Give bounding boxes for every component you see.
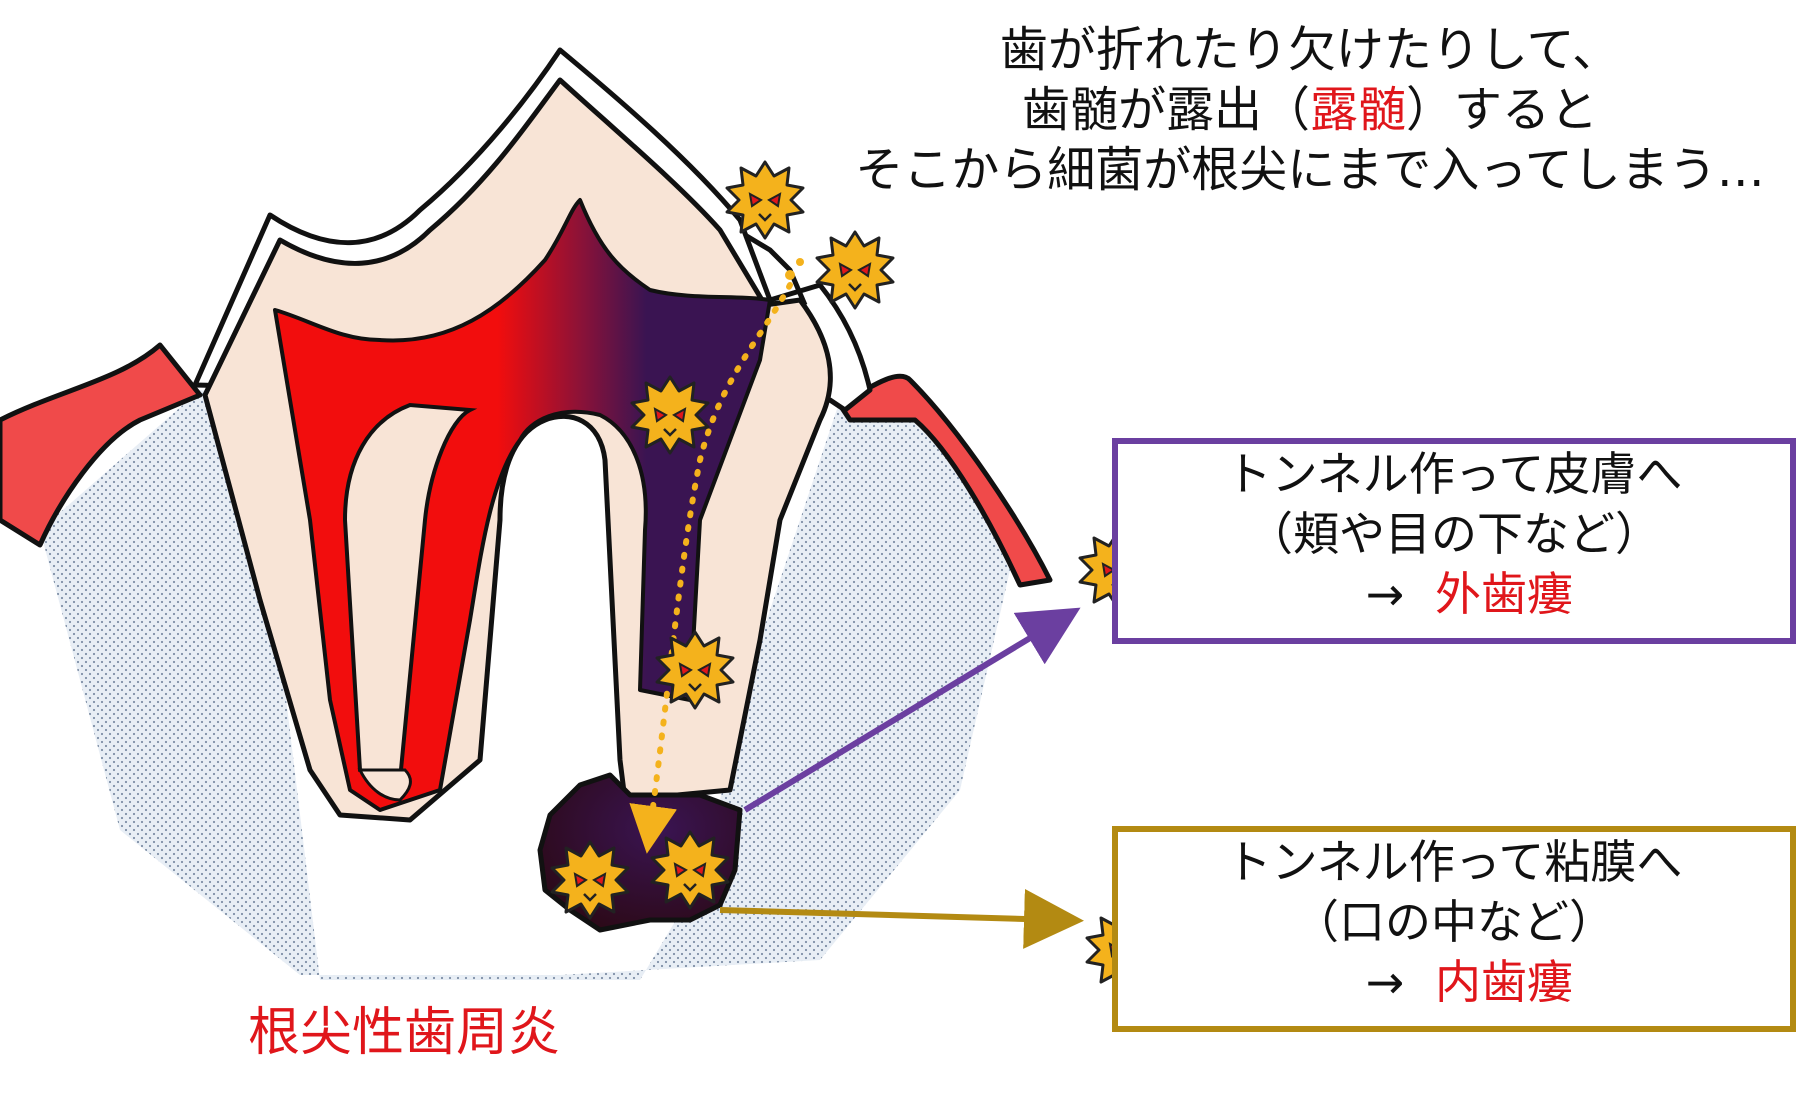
internal-fistula-arrow: [719, 888, 1084, 949]
caption-line-1: 歯が折れたり欠けたりして、: [999, 22, 1621, 78]
diagnosis-label: 根尖性歯周炎: [248, 1003, 561, 1063]
inter-radicular-dentin: [342, 402, 478, 783]
bacteria-path: [629, 282, 793, 854]
internal-box-line-2: （口の中など）: [1293, 895, 1615, 949]
internal-box-line-3: → 内歯瘻: [1118, 952, 1790, 1012]
fracture: [743, 232, 808, 306]
external-fistula-arrow: [743, 607, 1081, 813]
external-box-line-2: （頬や目の下など）: [1247, 507, 1661, 561]
caption-line-3: そこから細菌が根尖にまで入ってしまう…: [855, 142, 1765, 198]
caption-term-pulp-exposure: 露髄: [1309, 82, 1406, 138]
internal-box-line-1: トンネル作って粘膜へ: [1225, 835, 1683, 889]
entry-dot: [796, 258, 804, 266]
gum-right: [837, 373, 1053, 588]
external-box-line-3: → 外歯瘻: [1118, 564, 1790, 624]
root-apex-tip: [357, 768, 412, 802]
caption-line-2-pre: 歯髄が露出（: [1021, 82, 1310, 138]
gum-left: [0, 342, 203, 548]
internal-fistula-term: 内歯瘻: [1435, 955, 1573, 1009]
arrow-right-icon: →: [1365, 567, 1405, 621]
arrow-right-icon: →: [1365, 955, 1405, 1009]
internal-fistula-box: トンネル作って粘膜へ （口の中など） → 内歯瘻: [1112, 826, 1796, 1032]
jaw-bone: [40, 390, 1010, 980]
external-fistula-term: 外歯瘻: [1435, 567, 1573, 621]
external-fistula-box: トンネル作って皮膚へ （頬や目の下など） → 外歯瘻: [1112, 438, 1796, 644]
external-box-line-1: トンネル作って皮膚へ: [1225, 447, 1683, 501]
caption-line-2: 歯髄が露出（露髄）すると: [830, 80, 1790, 140]
entry-dot: [785, 270, 795, 280]
caption-line-2-post: ）すると: [1406, 82, 1599, 138]
explanation-caption: 歯が折れたり欠けたりして、 歯髄が露出（露髄）すると そこから細菌が根尖にまで入…: [830, 20, 1790, 200]
